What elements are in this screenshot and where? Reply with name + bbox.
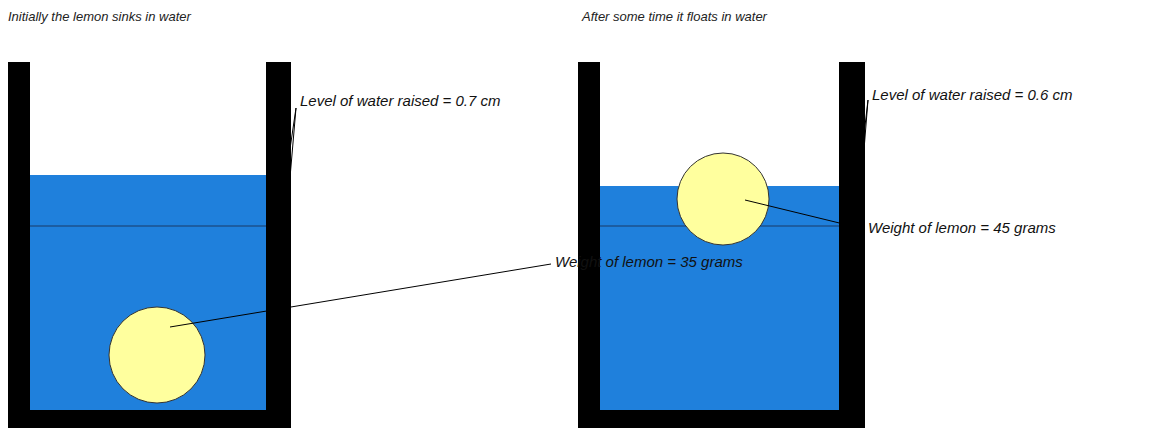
level-label: Level of water raised = 0.6 cm bbox=[872, 86, 1073, 104]
initial-level-line bbox=[30, 226, 266, 227]
panel-heading: Initially the lemon sinks in water bbox=[8, 8, 191, 26]
water bbox=[30, 175, 266, 411]
lemon bbox=[677, 153, 769, 245]
lemon bbox=[109, 307, 205, 403]
beaker-base bbox=[578, 410, 865, 428]
panel-heading: After some time it floats in water bbox=[582, 8, 767, 26]
leader-line bbox=[286, 108, 296, 224]
level-label: Level of water raised = 0.7 cm bbox=[300, 92, 501, 110]
beaker-wall bbox=[578, 62, 600, 428]
leader-line bbox=[745, 200, 864, 229]
weight-label: Weight of lemon = 45 grams bbox=[868, 219, 1056, 237]
leader-line bbox=[170, 264, 551, 327]
beaker-wall bbox=[839, 62, 865, 428]
leader-line bbox=[858, 100, 868, 224]
beaker-wall bbox=[266, 62, 291, 428]
beaker-wall bbox=[8, 62, 30, 428]
beaker-base bbox=[8, 410, 291, 428]
weight-label: Weight of lemon = 35 grams bbox=[555, 253, 743, 271]
